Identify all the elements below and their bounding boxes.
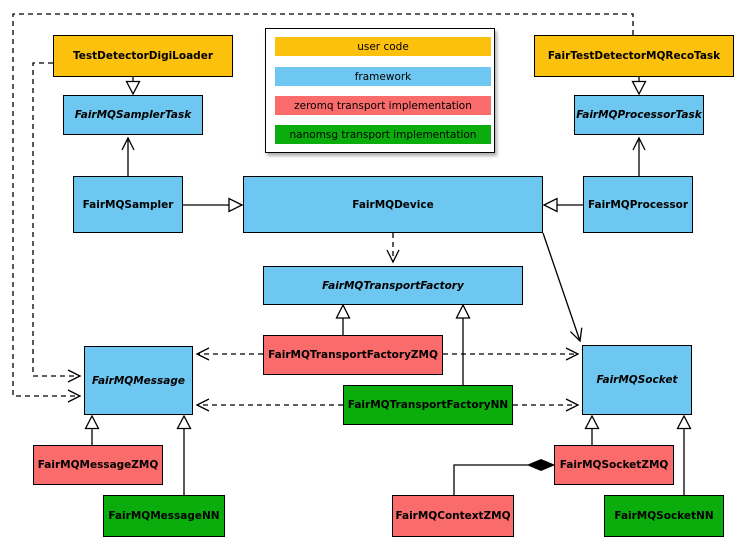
edge-inheritance-recotask-processortask (631, 77, 647, 96)
node-fairmqtransportfactoryzmq: FairMQTransportFactoryZMQ (263, 335, 443, 375)
node-fairmqsocket: FairMQSocket (582, 345, 692, 415)
node-fairmqmessagezmq: FairMQMessageZMQ (33, 445, 163, 485)
edge-inheritance-sampler-device (183, 197, 244, 213)
node-fairmqcontextzmq: FairMQContextZMQ (392, 495, 514, 537)
hollow-triangle-arrowhead (542, 197, 558, 213)
node-fairmqdevice: FairMQDevice (243, 176, 543, 233)
hollow-triangle-arrowhead (676, 414, 692, 430)
edge-inheritance-processor-device (542, 197, 583, 213)
node-fairtestdetectormqrecotask: FairTestDetectorMQRecoTask (534, 35, 734, 77)
edge-inheritance-socketnn-socket (676, 414, 692, 495)
node-fairmqsamplertask: FairMQSamplerTask (63, 95, 203, 135)
hollow-triangle-arrowhead (335, 303, 351, 319)
legend-item-zeromq: zeromq transport implementation (275, 96, 491, 115)
legend-item-framework: framework (275, 67, 491, 86)
hollow-triangle-arrowhead (125, 80, 141, 96)
hollow-triangle-arrowhead (176, 414, 192, 430)
edge-inheritance-socketzmq-socket (584, 414, 600, 445)
node-fairmqmessage: FairMQMessage (84, 346, 193, 415)
node-fairmqsampler: FairMQSampler (73, 176, 183, 233)
edge-composition-contextzmq-socketzmq (453, 458, 556, 495)
edge-association-device-socket (542, 232, 583, 343)
hollow-triangle-arrowhead (228, 197, 244, 213)
edge-inheritance-factorynn-transportfactory (455, 303, 471, 385)
node-fairmqtransportfactorynn: FairMQTransportFactoryNN (343, 385, 513, 425)
node-fairmqprocessor: FairMQProcessor (583, 176, 693, 233)
hollow-triangle-arrowhead (631, 80, 647, 96)
edge-dependency-recotask-message (12, 13, 634, 403)
node-fairmqsocketzmq: FairMQSocketZMQ (554, 445, 674, 485)
node-fairmqtransportfactory: FairMQTransportFactory (263, 266, 523, 305)
node-testdetectordigiloader: TestDetectorDigiLoader (53, 35, 233, 77)
edge-inheritance-factoryzmq-transportfactory (335, 303, 351, 335)
legend: user code framework zeromq transport imp… (265, 28, 495, 153)
legend-item-nanomsg: nanomsg transport implementation (275, 125, 491, 144)
edge-inheritance-messagezmq-message (84, 414, 100, 445)
legend-item-user-code: user code (275, 37, 491, 56)
node-fairmqmessagenn: FairMQMessageNN (103, 495, 225, 537)
hollow-triangle-arrowhead (584, 414, 600, 430)
node-fairmqprocessortask: FairMQProcessorTask (574, 95, 704, 135)
node-fairmqsocketnn: FairMQSocketNN (604, 495, 724, 537)
composition-diamond (526, 458, 556, 472)
hollow-triangle-arrowhead (84, 414, 100, 430)
edge-inheritance-messagenn-message (176, 414, 192, 495)
edge-dependency-digiloader-message (32, 62, 82, 383)
edge-inheritance-digiloader-samplertask (125, 77, 141, 96)
hollow-triangle-arrowhead (455, 303, 471, 319)
